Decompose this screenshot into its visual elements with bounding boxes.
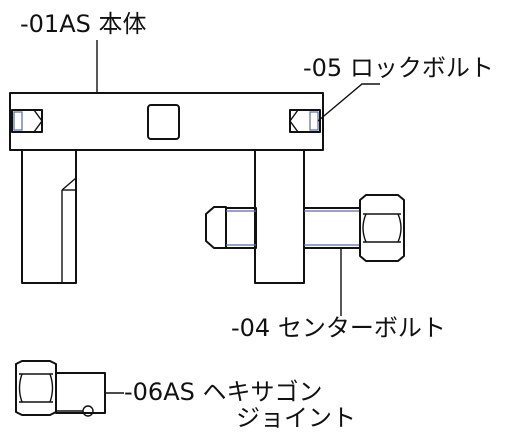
hexagon-joint bbox=[15, 360, 106, 417]
cross-bar bbox=[9, 92, 324, 151]
label-lock-bolt: -05 ロックボルト bbox=[303, 54, 494, 82]
left-leg-bevel bbox=[61, 177, 77, 191]
label-hex-joint-line1: -06AS ヘキサゴン bbox=[124, 378, 322, 406]
lock-bolt-right bbox=[289, 109, 321, 133]
label-hex-joint-line2: ジョイント bbox=[236, 404, 356, 432]
lock-bolt-left bbox=[11, 109, 43, 133]
center-socket bbox=[147, 104, 180, 140]
main-body bbox=[9, 92, 324, 284]
leader-lock-bolt bbox=[317, 83, 380, 122]
left-leg bbox=[21, 149, 77, 284]
right-leg bbox=[254, 149, 305, 284]
label-body: -01AS 本体 bbox=[20, 10, 146, 38]
label-center-bolt: -04 センターボルト bbox=[231, 314, 446, 342]
center-bolt bbox=[205, 194, 405, 262]
